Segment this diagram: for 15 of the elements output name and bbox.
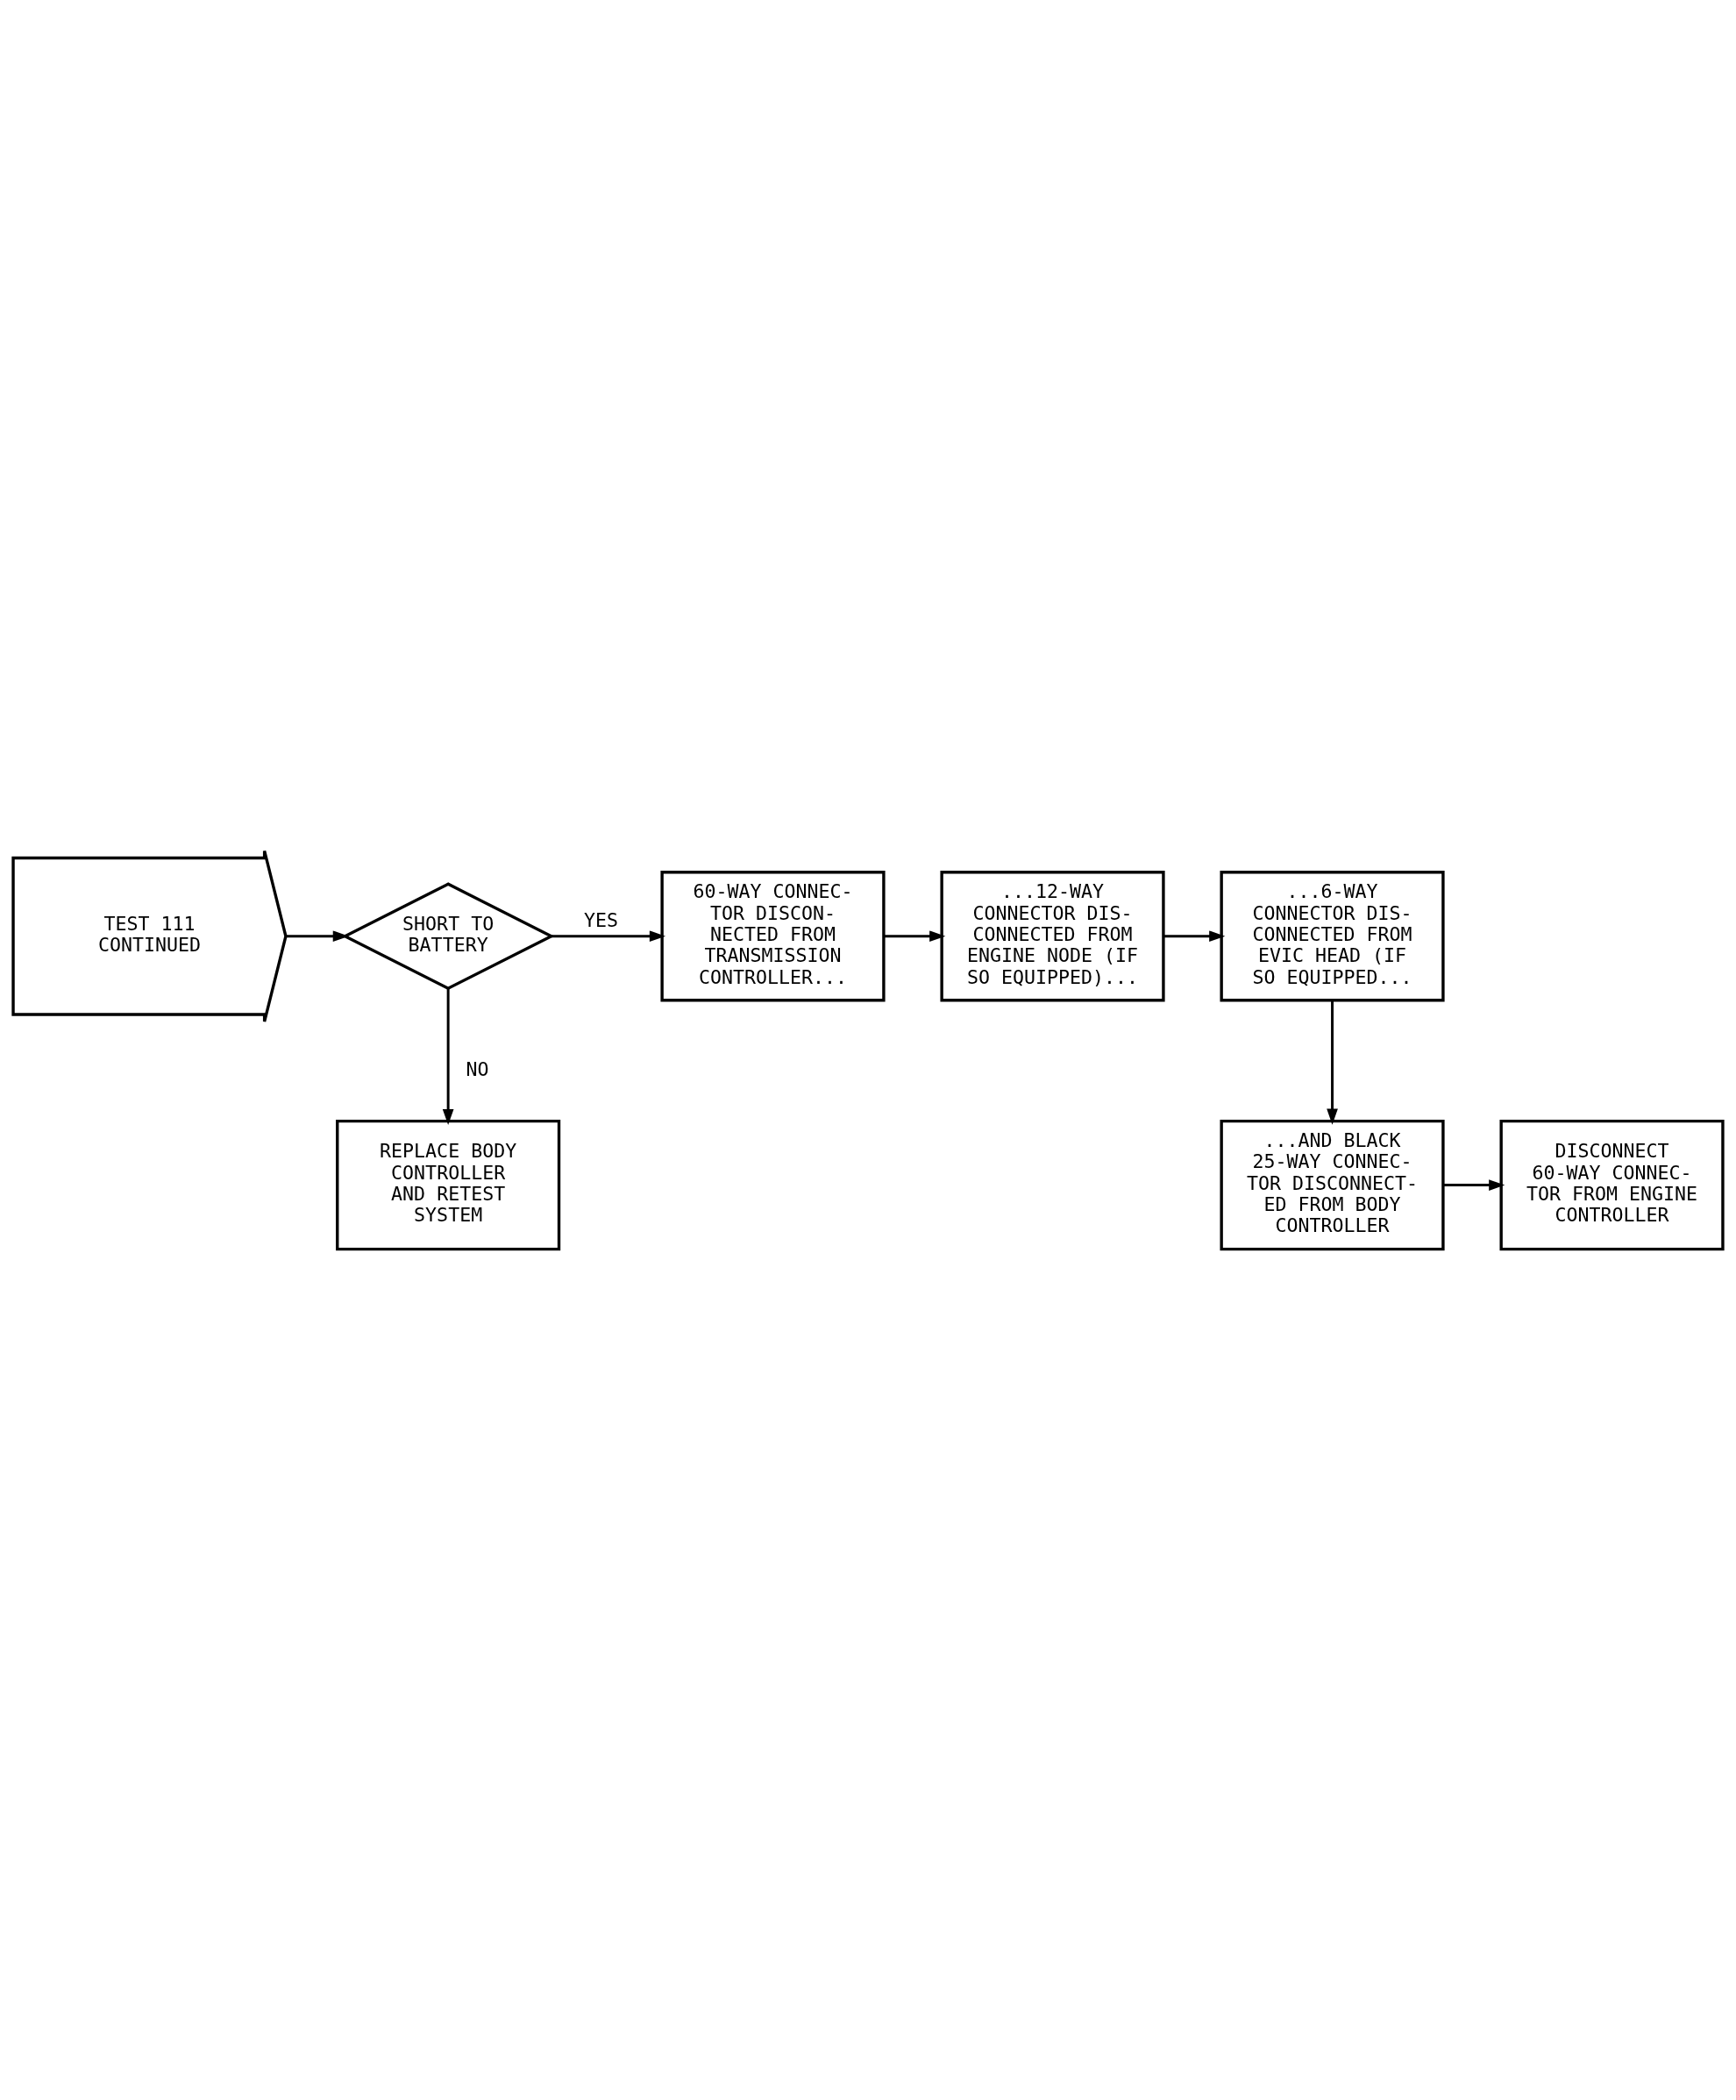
node-box: 60-WAY CONNEC- TOR DISCON- NECTED FROM TRANSMISSION CONTROLLER... (660, 871, 886, 1002)
arrow (1163, 930, 1226, 943)
node-box: ...12-WAY CONNECTOR DIS- CONNECTED FROM ENGINE NODE (IF SO EQUIPPED)... (940, 871, 1165, 1002)
arrow (551, 930, 665, 943)
edge-label: YES (583, 908, 618, 931)
node-box: DISCONNECT 60-WAY CONNEC- TOR FROM ENGINE CONTROLLER (1499, 1119, 1725, 1251)
node-box: ...6-WAY CONNECTOR DIS- CONNECTED FROM EVIC HEAD (IF SO EQUIPPED... (1220, 871, 1445, 1002)
node-box: ...AND BLACK 25-WAY CONNEC- TOR DISCONNECT- ED FROM BODY CONTROLLER (1220, 1119, 1445, 1251)
node-box: REPLACE BODY CONTROLLER AND RETEST SYSTEM (336, 1119, 561, 1251)
arrow (884, 930, 946, 943)
arrow (1443, 1179, 1505, 1191)
edge-label: NO (466, 1057, 489, 1080)
arrow (286, 930, 349, 943)
arrow (1327, 1000, 1338, 1125)
arrow (442, 988, 454, 1126)
